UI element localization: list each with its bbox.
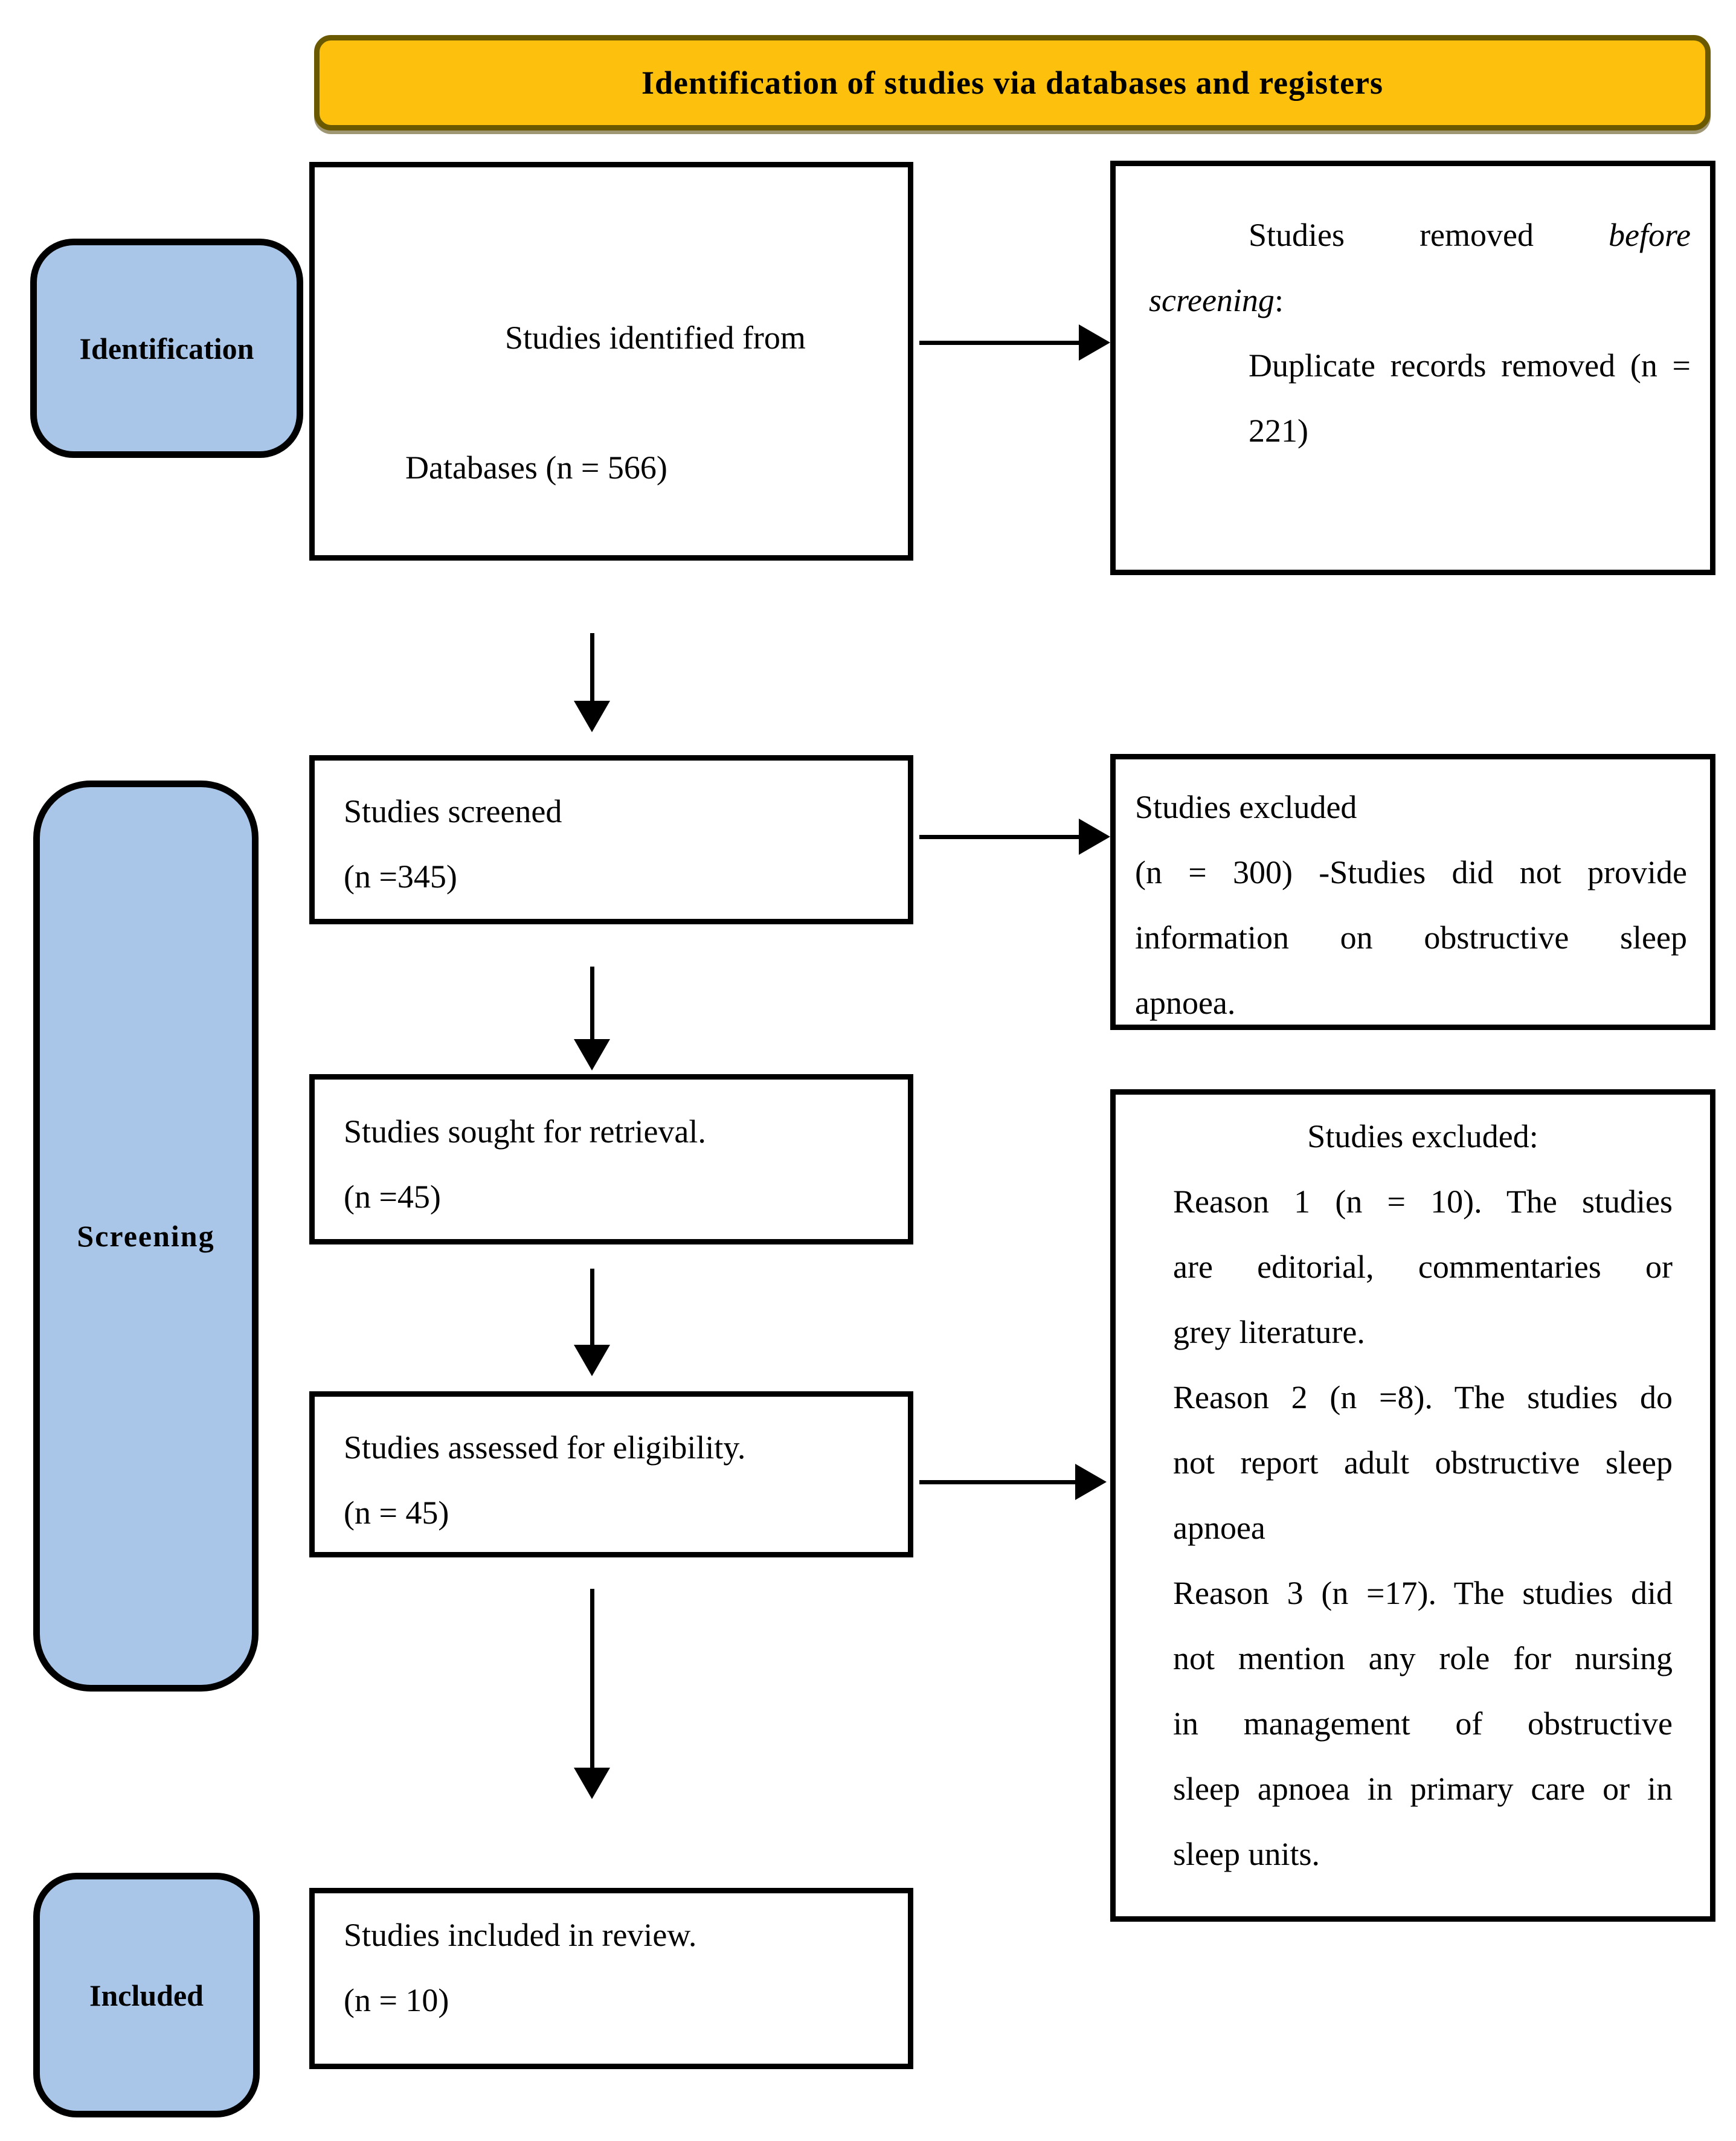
text-line: grey literature. [1173,1314,1365,1350]
text-line: are editorial, commentaries or [1173,1249,1673,1285]
text-line: sleep apnoea in primary care or in [1173,1771,1673,1807]
text-line: in management of obstructive [1173,1705,1673,1742]
stage-screening: Screening [33,781,259,1692]
box-studies-screened: Studies screened (n =345) [309,755,913,924]
box-studies-sought-retrieval: Studies sought for retrieval. (n =45) [309,1074,913,1244]
text-line: (n =45) [344,1179,441,1215]
text-line: not report adult obstructive sleep [1173,1444,1673,1481]
text-line: not mention any role for nursing [1173,1640,1673,1676]
text-line: Studies included in review. [344,1917,697,1953]
text-line: Studies identified from [505,320,806,356]
text-line: Reason 2 (n =8). The studies do [1173,1379,1673,1415]
stage-included: Included [33,1873,260,2117]
text-line: apnoea [1173,1510,1265,1546]
stage-identification: Identification [30,239,303,458]
text-line: Studies screened [344,793,562,829]
box-excluded-screening: Studies excluded (n = 300) -Studies did n… [1110,754,1715,1030]
text-line: Duplicate records removed (n = [1249,347,1691,384]
banner-title: Identification of studies via databases … [641,65,1384,101]
banner: Identification of studies via databases … [314,35,1711,130]
text-line: (n = 45) [344,1495,449,1531]
text-line: Studies excluded [1135,789,1357,825]
box-studies-included-review: Studies included in review. (n = 10) [309,1888,913,2069]
box-studies-assessed-eligibility: Studies assessed for eligibility. (n = 45… [309,1391,913,1557]
text-line: Reason 1 (n = 10). The studies [1173,1183,1673,1220]
text-line: (n =345) [344,858,457,895]
stage-included-label: Included [89,1978,204,2012]
text-line: information on obstructive sleep [1135,919,1687,956]
text-line: screening: [1149,282,1284,318]
box-removed-before-screening: Studies removed before screening: Duplicat… [1110,161,1715,575]
text-line: Studies excluded: [1307,1118,1538,1154]
text-line: Studies sought for retrieval. [344,1113,706,1150]
text-line: apnoea. [1135,985,1236,1021]
box-excluded-reasons: Studies excluded: Reason 1 (n = 10). The … [1110,1089,1715,1922]
text-line: (n = 10) [344,1982,449,2018]
text-line: (n = 300) -Studies did not provide [1135,854,1687,890]
text-line: Studies removed before [1249,217,1691,253]
text-line: Reason 3 (n =17). The studies did [1173,1575,1673,1611]
text-line: Databases (n = 566) [405,449,667,486]
text-line: sleep units. [1173,1836,1320,1872]
stage-screening-label: Screening [77,1219,215,1253]
text-line: Studies assessed for eligibility. [344,1429,746,1466]
text-line: 221) [1249,413,1308,449]
stage-identification-label: Identification [79,331,254,365]
